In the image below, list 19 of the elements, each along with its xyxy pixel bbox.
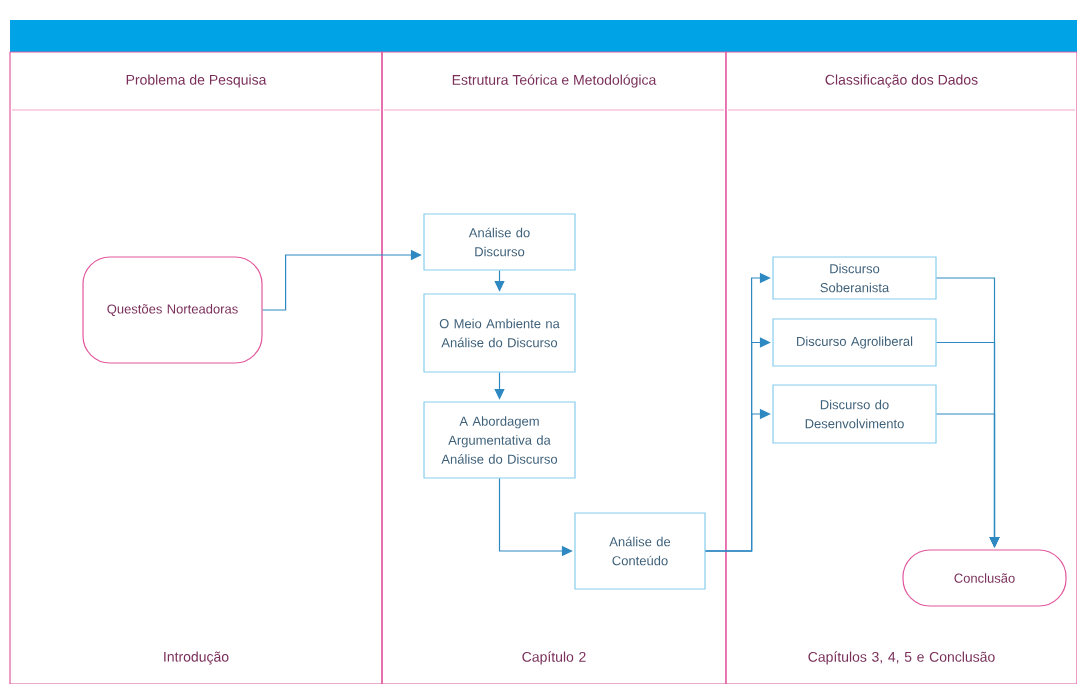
lane-header: Estrutura Teórica e Metodológica [452,74,657,88]
process-box: Análise de Conteúdo [574,512,706,590]
lane-header: Classificação dos Dados [825,74,978,88]
lane-header: Problema de Pesquisa [126,74,267,88]
process-box: A Abordagem Argumentativa da Análise do Discurso [423,401,576,479]
process-box: O Meio Ambiente na Análise do Discurso [423,293,576,373]
process-box: Discurso Agroliberal [772,318,937,367]
lane-footer: Introdução [164,651,229,665]
arrow [262,249,422,311]
process-box: Discurso Soberanista [772,256,937,300]
arrow [494,372,505,400]
arrow [705,408,771,552]
lane-footer: Capítulos 3, 4, 5 e Conclusão [808,651,995,665]
title-bar [10,20,1077,52]
arrow [936,413,1000,548]
lane-footer: Capítulo 2 [522,651,586,665]
process-box: Discurso do Desenvolvimento [772,384,937,444]
arrow [494,270,505,292]
process-box: Análise do Discurso [423,213,576,271]
